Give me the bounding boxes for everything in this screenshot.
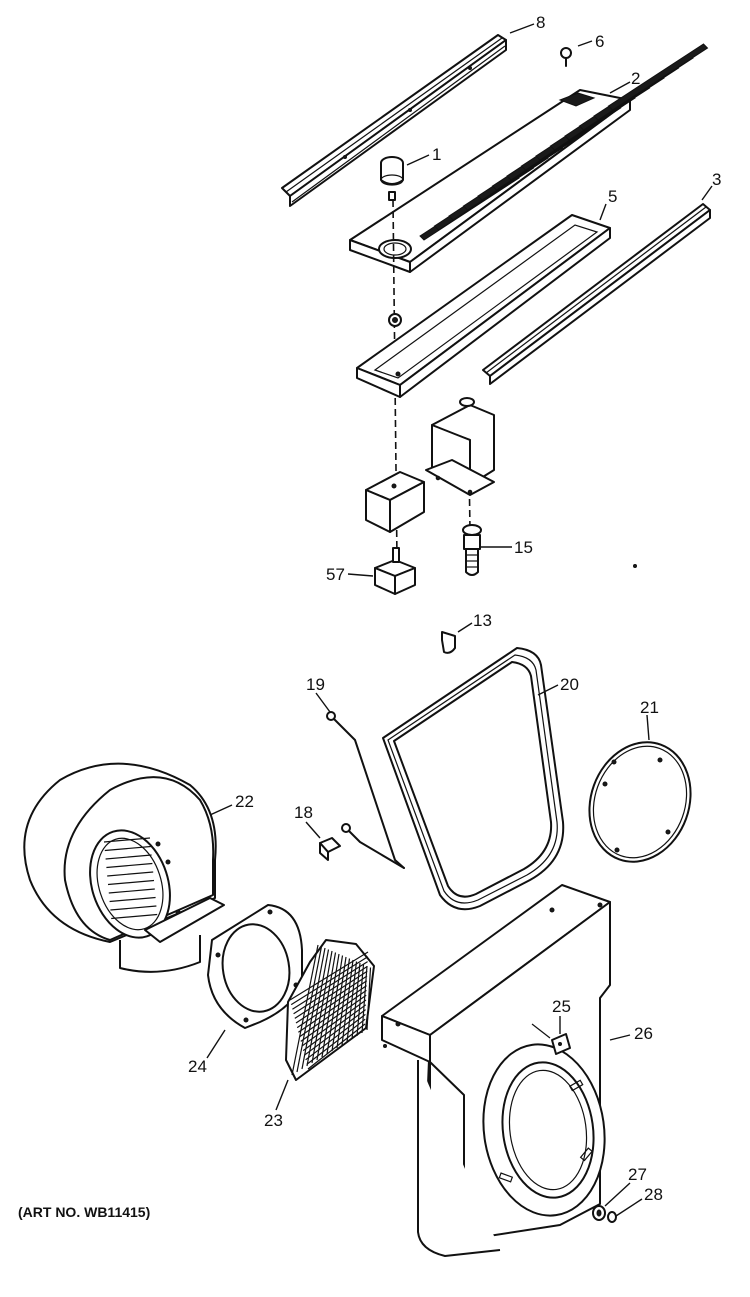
blower-vane (111, 913, 158, 920)
mounting-bracket (365, 471, 425, 533)
mesh-strand (316, 952, 337, 1061)
blower-vane (108, 888, 155, 894)
mesh-strand (291, 944, 319, 1076)
mesh-strand (307, 1023, 366, 1070)
mesh-strand (299, 989, 367, 1038)
part-2-grille-panel (349, 43, 709, 273)
label-part-27: 27 (628, 1165, 647, 1184)
mesh-strand (366, 967, 372, 1031)
label-part-8: 8 (536, 13, 545, 32)
blower-vane (103, 837, 151, 843)
mesh-strand (306, 1018, 366, 1065)
speck (633, 564, 637, 568)
label-part-18: 18 (294, 803, 313, 822)
label-part-25: 25 (552, 997, 571, 1016)
part-6-screw (560, 47, 572, 67)
label-part-3: 3 (712, 170, 721, 189)
label-part-19: 19 (306, 675, 325, 694)
part-20-gasket (382, 647, 565, 911)
part-13-clip (441, 631, 456, 654)
part-21-round-plate (588, 741, 692, 863)
part-57-switch (374, 547, 416, 595)
part-labels: 8 6 1 2 3 5 15 57 13 20 21 19 22 18 24 2… (188, 13, 721, 1204)
blower-vane (107, 879, 155, 886)
mesh-strand (361, 965, 368, 1034)
blower-vane (107, 871, 154, 877)
mesh-strand (331, 956, 347, 1052)
blower-vane (110, 905, 157, 911)
label-part-22: 22 (235, 792, 254, 811)
label-part-20: 20 (560, 675, 579, 694)
blower-vane (109, 896, 156, 903)
mesh-strand (306, 949, 330, 1067)
label-part-13: 13 (473, 611, 492, 630)
mesh-strand (326, 955, 344, 1055)
part-8-trim-strip (281, 34, 507, 207)
part-3-trim-strip (482, 203, 711, 385)
mesh-strand (304, 1009, 366, 1056)
label-part-15: 15 (514, 538, 533, 557)
part-5-tray (356, 214, 611, 398)
leader-lines (206, 23, 713, 1217)
part-26-duct-housing (381, 884, 611, 1257)
part-23-mesh-screen (285, 939, 375, 1081)
label-part-28: 28 (644, 1185, 663, 1204)
label-part-2: 2 (631, 69, 640, 88)
mesh-strand (305, 1013, 366, 1061)
part-22-blower (23, 762, 225, 973)
part-1-knob (380, 156, 404, 201)
label-part-57: 57 (326, 565, 345, 584)
blower-vane (105, 854, 152, 860)
blower-vane (106, 862, 153, 869)
speck (383, 1044, 387, 1048)
switch-bracket (425, 397, 495, 496)
mesh-strand (289, 951, 369, 1001)
label-part-5: 5 (608, 187, 617, 206)
label-part-26: 26 (634, 1024, 653, 1043)
mesh-strand (294, 970, 368, 1019)
mesh-strand (346, 961, 358, 1043)
label-part-24: 24 (188, 1057, 207, 1076)
label-part-6: 6 (595, 32, 604, 51)
part-25-clip (531, 1023, 571, 1055)
label-part-23: 23 (264, 1111, 283, 1130)
part-15-socket (462, 524, 482, 576)
blower-vane (104, 845, 151, 852)
label-part-1: 1 (432, 145, 441, 164)
part-18-connector (319, 837, 341, 861)
part-19-wire (326, 711, 405, 869)
part-28-nut (607, 1211, 617, 1223)
mesh-strand (296, 980, 368, 1029)
art-number: (ART NO. WB11415) (18, 1204, 150, 1220)
mesh-strand (336, 958, 351, 1049)
part-24-ring-flange (207, 904, 303, 1029)
part-27-washer (592, 1205, 606, 1221)
grille-slot (607, 43, 709, 111)
mesh-strand (290, 956, 369, 1006)
mesh-strand (298, 985, 367, 1033)
mesh-strand (311, 950, 333, 1064)
mesh-strand (351, 962, 361, 1040)
label-part-21: 21 (640, 698, 659, 717)
